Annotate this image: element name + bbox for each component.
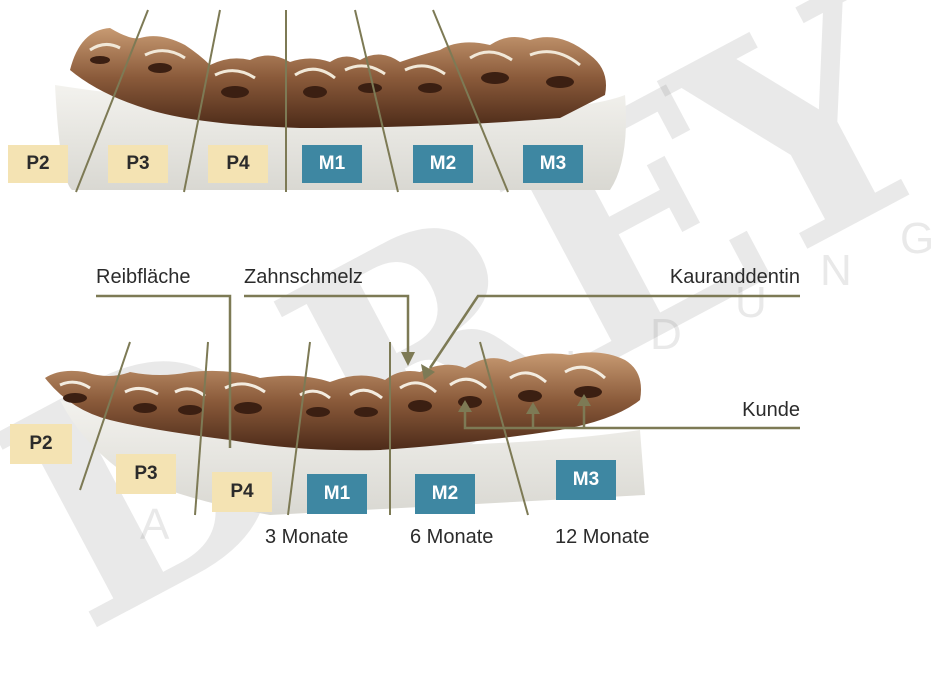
label-kunde: Kunde [742,399,800,422]
upper-tooth-badge-p4: P4 [208,145,268,183]
label-reibflaeche: Reibfläche [96,266,191,289]
upper-tooth-badge-m1: M1 [302,145,362,183]
upper-tooth-badge-m2: M2 [413,145,473,183]
zahnschmelz-arrow [401,352,415,366]
lower-tooth-badge-m3: M3 [556,460,616,500]
label-zahnschmelz: Zahnschmelz [244,266,363,289]
label-kauranddentin: Kauranddentin [670,266,800,289]
lower-tooth-badge-p4: P4 [212,472,272,512]
age-label-m2: 6 Monate [410,526,493,549]
lower-tooth-badge-m2: M2 [415,474,475,514]
zahnschmelz-leader [244,296,408,352]
upper-tooth-badge-m3: M3 [523,145,583,183]
upper-tooth-badge-p3: P3 [108,145,168,183]
upper-tooth-badge-p2: P2 [8,145,68,183]
diagram-stage: D R E Y A U S B I L D U N G [0,0,947,557]
lower-tooth-badge-p2: P2 [10,424,72,464]
age-label-m3: 12 Monate [555,526,650,549]
age-label-m1: 3 Monate [265,526,348,549]
lower-tooth-badge-m1: M1 [307,474,367,514]
lower-tooth-badge-p3: P3 [116,454,176,494]
